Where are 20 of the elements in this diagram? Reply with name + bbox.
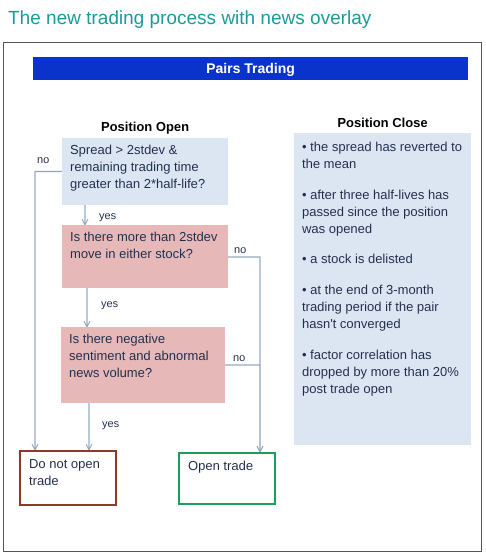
outcome-box: Do not open trade bbox=[19, 450, 117, 506]
question-box: Spread > 2stdev & remaining trading time greater than 2*half-life? bbox=[62, 138, 228, 205]
bullet-item: • after three half-lives has passed since the position was opened bbox=[302, 186, 450, 238]
bullet-item: • factor correlation has dropped by more than 20% post trade open bbox=[302, 347, 460, 398]
edge-label: no bbox=[233, 244, 248, 256]
edge-label: yes bbox=[100, 298, 120, 310]
bullet-item: • a stock is delisted bbox=[302, 251, 414, 268]
outcome-box: Open trade bbox=[178, 452, 276, 505]
bullet-item: • at the end of 3-month trading period if the pair hasn't converged bbox=[302, 282, 440, 334]
flow-heading: Position Open bbox=[100, 119, 190, 134]
panel-heading: Position Close bbox=[336, 115, 429, 130]
diagram-title: The new trading process with news overlay bbox=[8, 8, 372, 30]
section-banner: Pairs Trading bbox=[33, 57, 468, 80]
edge-label: yes bbox=[101, 418, 120, 430]
bullet-item: • the spread has reverted to the mean bbox=[302, 139, 463, 173]
criteria-panel bbox=[294, 133, 471, 445]
edge-label: no bbox=[232, 352, 246, 364]
edge-label: yes bbox=[98, 210, 118, 222]
question-box: Is there negative sentiment and abnormal news volume? bbox=[61, 327, 225, 403]
question-box: Is there more than 2stdev move in either stock? bbox=[62, 225, 228, 288]
